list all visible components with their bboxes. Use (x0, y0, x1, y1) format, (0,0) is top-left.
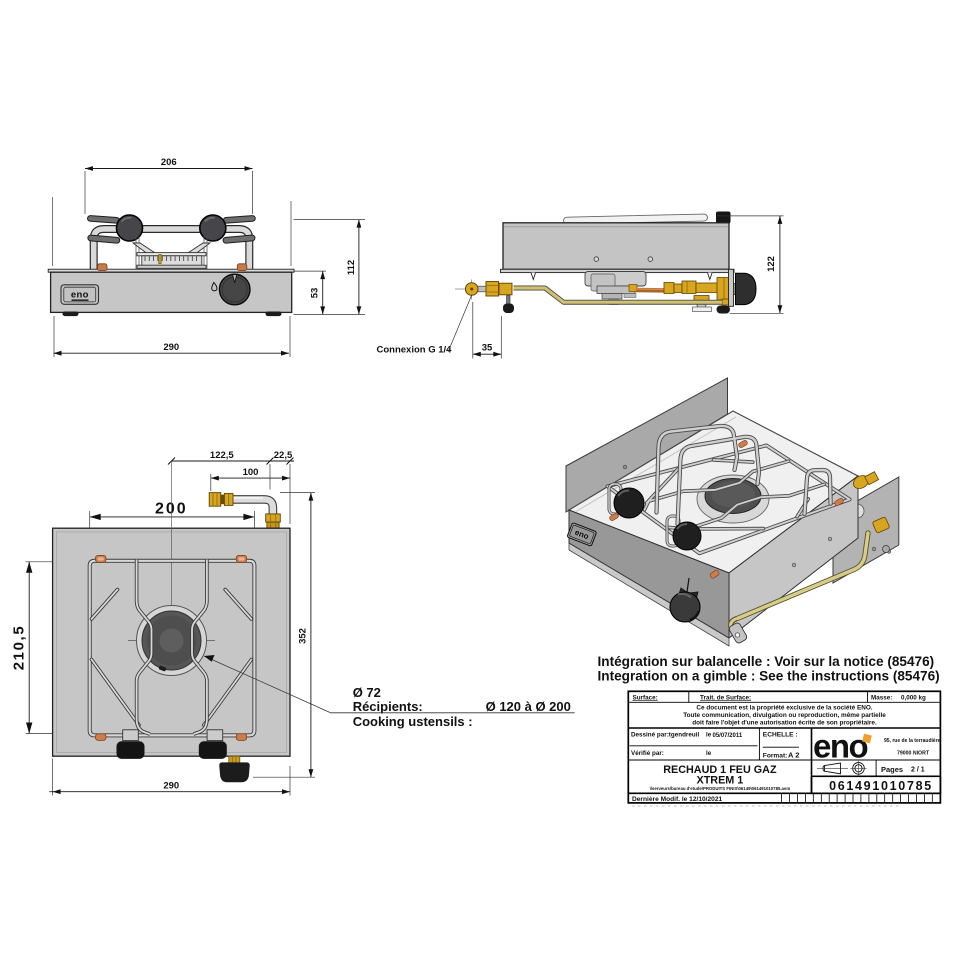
svg-text:Trait. de Surface:: Trait. de Surface: (700, 694, 751, 701)
svg-text:122: 122 (766, 256, 777, 272)
svg-text:53: 53 (309, 288, 320, 299)
svg-text:Récipients:: Récipients: (353, 699, 423, 714)
svg-text:79000 NIORT: 79000 NIORT (897, 751, 930, 757)
svg-text:le: le (706, 732, 712, 739)
svg-text:XTREM 1: XTREM 1 (697, 775, 744, 787)
svg-text:Ce document est la propriété e: Ce document est la propriété exclusive d… (696, 704, 872, 711)
svg-text:Format:: Format: (763, 753, 788, 760)
svg-text:290: 290 (163, 342, 179, 353)
svg-text:Integration on a gimble : See: Integration on a gimble : See the instru… (598, 669, 940, 684)
svg-text:Toute communication, divulgati: Toute communication, divulgation ou repr… (683, 712, 886, 719)
svg-text:Masse:: Masse: (871, 694, 892, 701)
svg-text:100: 100 (243, 467, 259, 478)
svg-text:RECHAUD 1 FEU GAZ: RECHAUD 1 FEU GAZ (663, 764, 777, 776)
svg-text:Vérifié par:: Vérifié par: (631, 750, 664, 757)
svg-text:95, rue de la terraudière: 95, rue de la terraudière (884, 738, 941, 744)
svg-text:352: 352 (298, 628, 309, 644)
svg-text:Pages: Pages (881, 765, 903, 774)
svg-text:Surface:: Surface: (633, 694, 658, 701)
svg-text:206: 206 (161, 157, 177, 168)
svg-text:0,000 kg: 0,000 kg (901, 694, 926, 701)
svg-text:ECHELLE :: ECHELLE : (763, 732, 798, 739)
svg-text:290: 290 (163, 780, 179, 791)
svg-text:112: 112 (346, 260, 357, 275)
svg-text:200: 200 (155, 501, 188, 518)
svg-text:A 2: A 2 (788, 751, 799, 760)
svg-text:Ø 72: Ø 72 (353, 685, 381, 700)
svg-text:Cooking ustensils :: Cooking ustensils : (353, 714, 473, 729)
svg-text:Ø 120 à Ø 200: Ø 120 à Ø 200 (486, 699, 571, 714)
svg-text:Intégration sur balancelle : V: Intégration sur balancelle : Voir sur la… (598, 654, 935, 669)
svg-text:35: 35 (482, 343, 493, 354)
svg-text:122,5: 122,5 (210, 450, 234, 461)
svg-text:\\serveurs\bureau d'etude\PROD: \\serveurs\bureau d'etude\PRODUITS FINIS… (650, 786, 791, 791)
svg-text:doit faire l'objet d'une autor: doit faire l'objet d'une autorisation éc… (692, 720, 877, 727)
svg-text:le: le (706, 750, 712, 757)
svg-text:eno: eno (813, 728, 868, 765)
svg-text:05/07/2011: 05/07/2011 (713, 733, 743, 739)
svg-text:2 / 1: 2 / 1 (911, 767, 925, 774)
svg-text:Dessiné par:tgendreuil: Dessiné par:tgendreuil (631, 732, 699, 739)
svg-text:22,5: 22,5 (274, 450, 293, 461)
svg-text:eno: eno (71, 290, 89, 301)
svg-text:Dernière Modif. le 12/10/2021: Dernière Modif. le 12/10/2021 (632, 796, 722, 803)
svg-text:Connexion G 1/4: Connexion G 1/4 (377, 345, 453, 356)
svg-text:210,5: 210,5 (11, 625, 28, 671)
svg-text:061491010785: 061491010785 (829, 779, 933, 793)
